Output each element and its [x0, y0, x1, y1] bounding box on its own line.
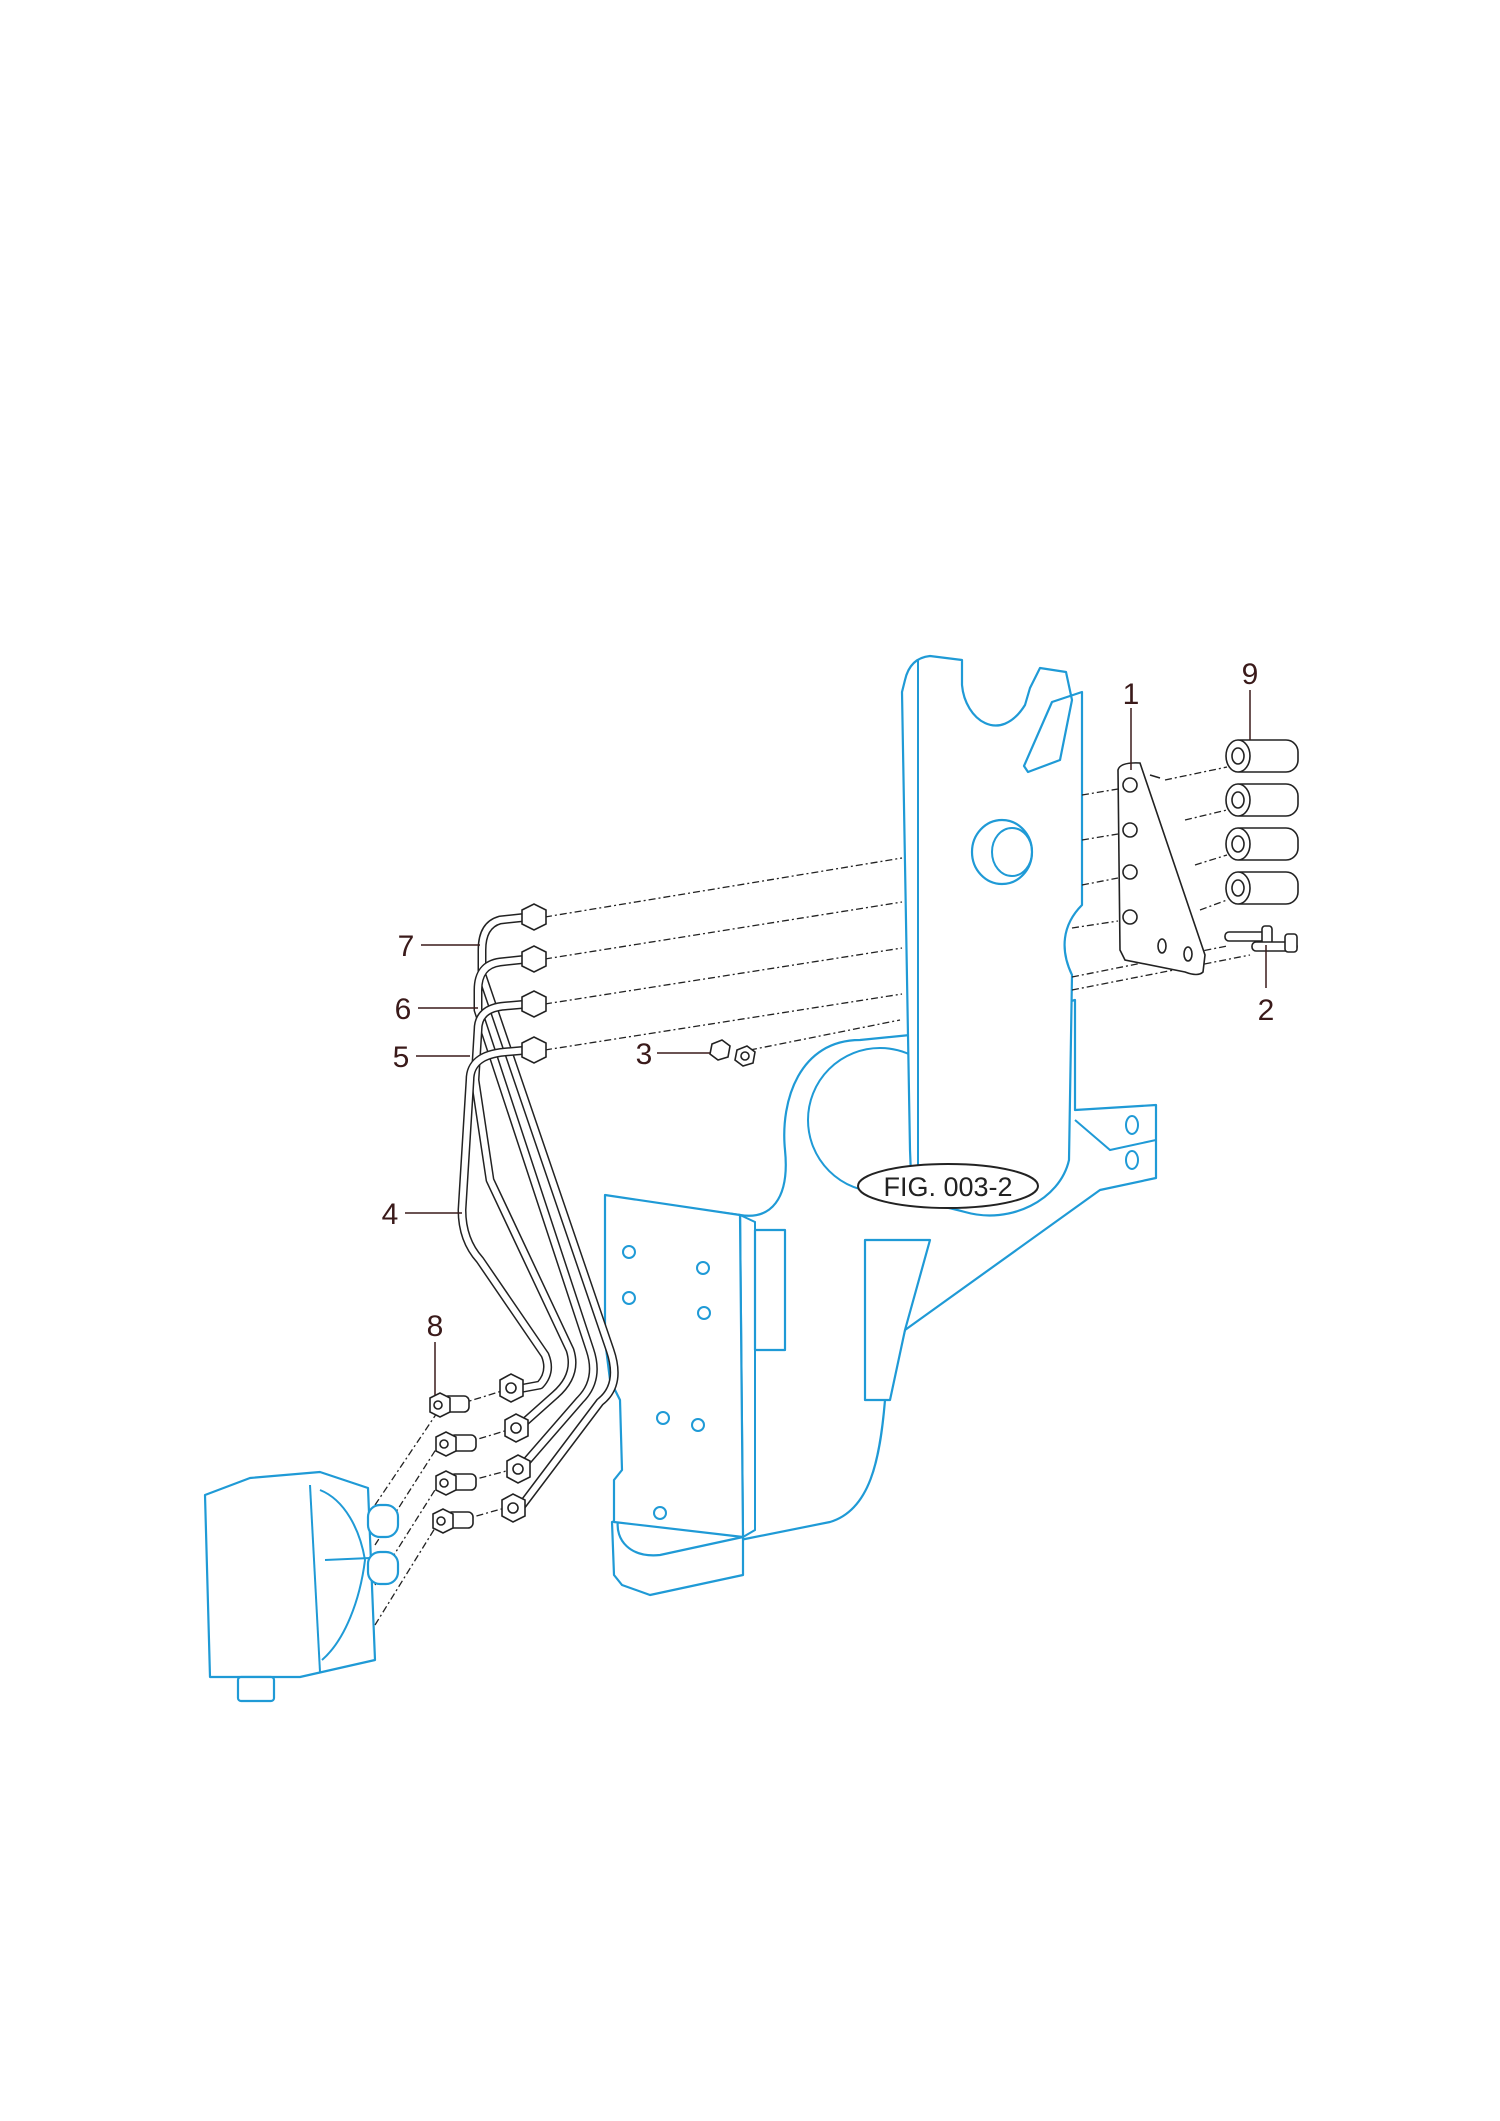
callout-5: 5: [393, 1041, 410, 1074]
hydraulic-pipes: [457, 903, 619, 1523]
figure-reference-label: FIG. 003-2: [883, 1172, 1012, 1202]
bolts-part-2: [1224, 925, 1298, 953]
callout-6: 6: [395, 993, 412, 1026]
lift-arm: [900, 654, 1084, 1217]
callout-3: 3: [636, 1038, 653, 1071]
nuts-part-3: [709, 1039, 756, 1067]
callouts: 1 2 3 4 5 6 7 8 9: [382, 658, 1275, 1395]
callout-8: 8: [427, 1310, 444, 1343]
callout-2: 2: [1258, 994, 1275, 1027]
bracket-part-1: [1117, 762, 1206, 976]
callout-1: 1: [1123, 678, 1140, 711]
bushings-part-9: [1225, 739, 1299, 905]
figure-reference[interactable]: FIG. 003-2: [857, 1163, 1039, 1209]
callout-4: 4: [382, 1198, 399, 1231]
mounting-plate: [603, 1193, 787, 1597]
pipe-nuts-top: [521, 903, 547, 1064]
fittings-part-8: [429, 1392, 477, 1534]
callout-9: 9: [1242, 658, 1259, 691]
pipe-nuts-bottom: [499, 1373, 531, 1523]
callout-7: 7: [398, 930, 415, 963]
valve-block: [203, 1470, 400, 1703]
assembly-lines: [374, 766, 1251, 1626]
